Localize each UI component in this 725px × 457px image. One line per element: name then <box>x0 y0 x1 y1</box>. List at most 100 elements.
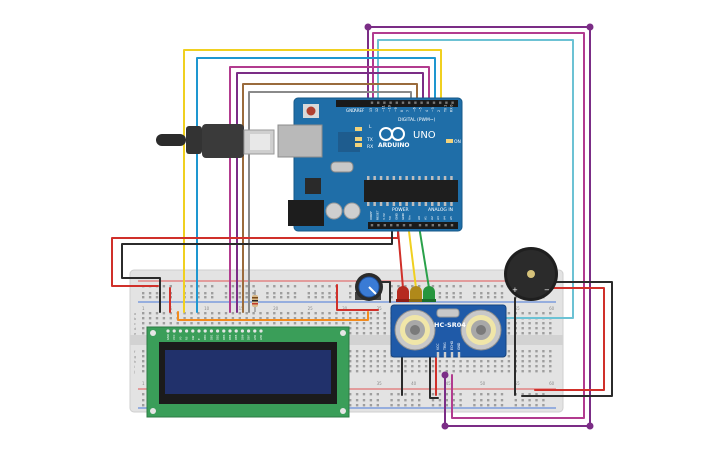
lcd-pin-label: DB0 <box>203 334 207 340</box>
sensor-pin-label: GND <box>457 342 461 350</box>
lcd-pin[interactable] <box>253 329 257 333</box>
power-pin[interactable] <box>377 224 380 227</box>
rx-label: RX <box>367 144 373 150</box>
digital-pin[interactable] <box>383 101 386 104</box>
column-marker: 60 <box>549 306 555 311</box>
power-pin-label: 5V <box>388 215 392 220</box>
power-pin[interactable] <box>409 224 412 227</box>
analog-pin[interactable] <box>431 224 434 227</box>
power-pin[interactable] <box>370 224 374 227</box>
digital-pin[interactable] <box>451 101 454 104</box>
lcd-pin[interactable] <box>228 329 232 333</box>
lcd-pin[interactable] <box>197 329 201 333</box>
lcd-pin-label: DB4 <box>228 334 232 340</box>
lcd-pin[interactable] <box>222 329 226 333</box>
lcd-pin[interactable] <box>172 329 176 333</box>
wire-black-power <box>121 229 393 303</box>
lcd-pin[interactable] <box>216 329 220 333</box>
digital-pin[interactable] <box>432 101 436 104</box>
column-marker: 1 <box>142 306 145 311</box>
usb-port <box>277 124 323 158</box>
lcd-pin-label: DB2 <box>216 334 220 340</box>
digital-pin-label: RX 0 <box>450 105 454 112</box>
buzzer-minus-label: − <box>544 286 550 294</box>
on-label: ON <box>454 139 461 145</box>
power-pin[interactable] <box>402 224 406 227</box>
row-letter: g <box>134 355 136 359</box>
led-red[interactable] <box>396 286 410 302</box>
row-letter: b <box>134 317 137 321</box>
lcd-pin-label: LED <box>259 335 263 340</box>
sensor-pin[interactable] <box>443 352 447 358</box>
digital-pin[interactable] <box>426 101 429 104</box>
analog-pin-label: A1 <box>423 216 427 220</box>
lcd-pin[interactable] <box>191 329 195 333</box>
sensor-pin[interactable] <box>450 352 454 358</box>
analog-pin[interactable] <box>418 224 422 227</box>
digital-pin[interactable] <box>401 101 405 104</box>
led-yellow[interactable] <box>409 286 423 302</box>
row-letter: e <box>134 332 136 336</box>
digital-pin[interactable] <box>370 101 374 104</box>
wire-magenta-1 <box>229 66 430 313</box>
power-pin[interactable] <box>396 224 399 227</box>
column-marker: 55 <box>515 306 521 311</box>
column-marker: 30 <box>342 306 348 311</box>
arduino-brand: ARDUINO <box>378 142 409 149</box>
lcd-pin[interactable] <box>166 329 170 333</box>
wire-red-buzzer <box>534 287 605 391</box>
lcd-pin[interactable] <box>178 329 182 333</box>
row-letter: j <box>133 370 135 374</box>
piezo-buzzer[interactable]: + − <box>504 247 558 301</box>
digital-header-label: DIGITAL (PWM~) <box>398 117 436 123</box>
lcd-pin[interactable] <box>185 329 189 333</box>
digital-pin-label: 8 <box>400 110 404 112</box>
column-marker: 50 <box>480 381 486 386</box>
analog-pin[interactable] <box>425 224 428 227</box>
row-letter: i <box>134 365 135 369</box>
lcd-pin[interactable] <box>234 329 238 333</box>
digital-pin[interactable] <box>414 101 417 104</box>
lcd-pin[interactable] <box>247 329 251 333</box>
digital-pin[interactable] <box>389 101 392 104</box>
potentiometer[interactable] <box>355 273 383 301</box>
power-pin[interactable] <box>390 224 393 227</box>
arduino-uno[interactable]: ARDUINO UNO DIGITAL (PWM~) POWER ANALOG … <box>277 97 463 232</box>
power-pin[interactable] <box>383 224 386 227</box>
tx-label: TX <box>366 137 373 143</box>
led-green[interactable] <box>422 286 436 302</box>
sensor-pin[interactable] <box>436 352 440 358</box>
lcd-pin[interactable] <box>240 329 244 333</box>
resistor[interactable] <box>252 290 258 312</box>
usb-cable[interactable] <box>156 124 275 158</box>
sensor-pin[interactable] <box>457 352 461 358</box>
lcd-pin[interactable] <box>203 329 207 333</box>
arduino-model: UNO <box>413 130 436 141</box>
lcd-pin[interactable] <box>209 329 213 333</box>
power-pin-label: RESET <box>375 210 379 220</box>
wire-blue <box>196 57 436 313</box>
wire-orange <box>177 311 369 321</box>
analog-pin[interactable] <box>444 224 447 227</box>
analog-pin[interactable] <box>450 224 454 227</box>
digital-pin[interactable] <box>439 101 442 104</box>
analog-pin[interactable] <box>438 224 441 227</box>
digital-pin[interactable] <box>408 101 411 104</box>
column-marker: 60 <box>549 381 555 386</box>
row-letter: d <box>134 327 136 331</box>
digital-pin-label: 4 <box>425 110 429 112</box>
digital-pin[interactable] <box>377 101 380 104</box>
digital-pin[interactable] <box>420 101 423 104</box>
digital-pin[interactable] <box>445 101 448 104</box>
lcd-pin[interactable] <box>259 329 263 333</box>
wire-brown <box>242 83 418 313</box>
digital-pin[interactable] <box>395 101 398 104</box>
